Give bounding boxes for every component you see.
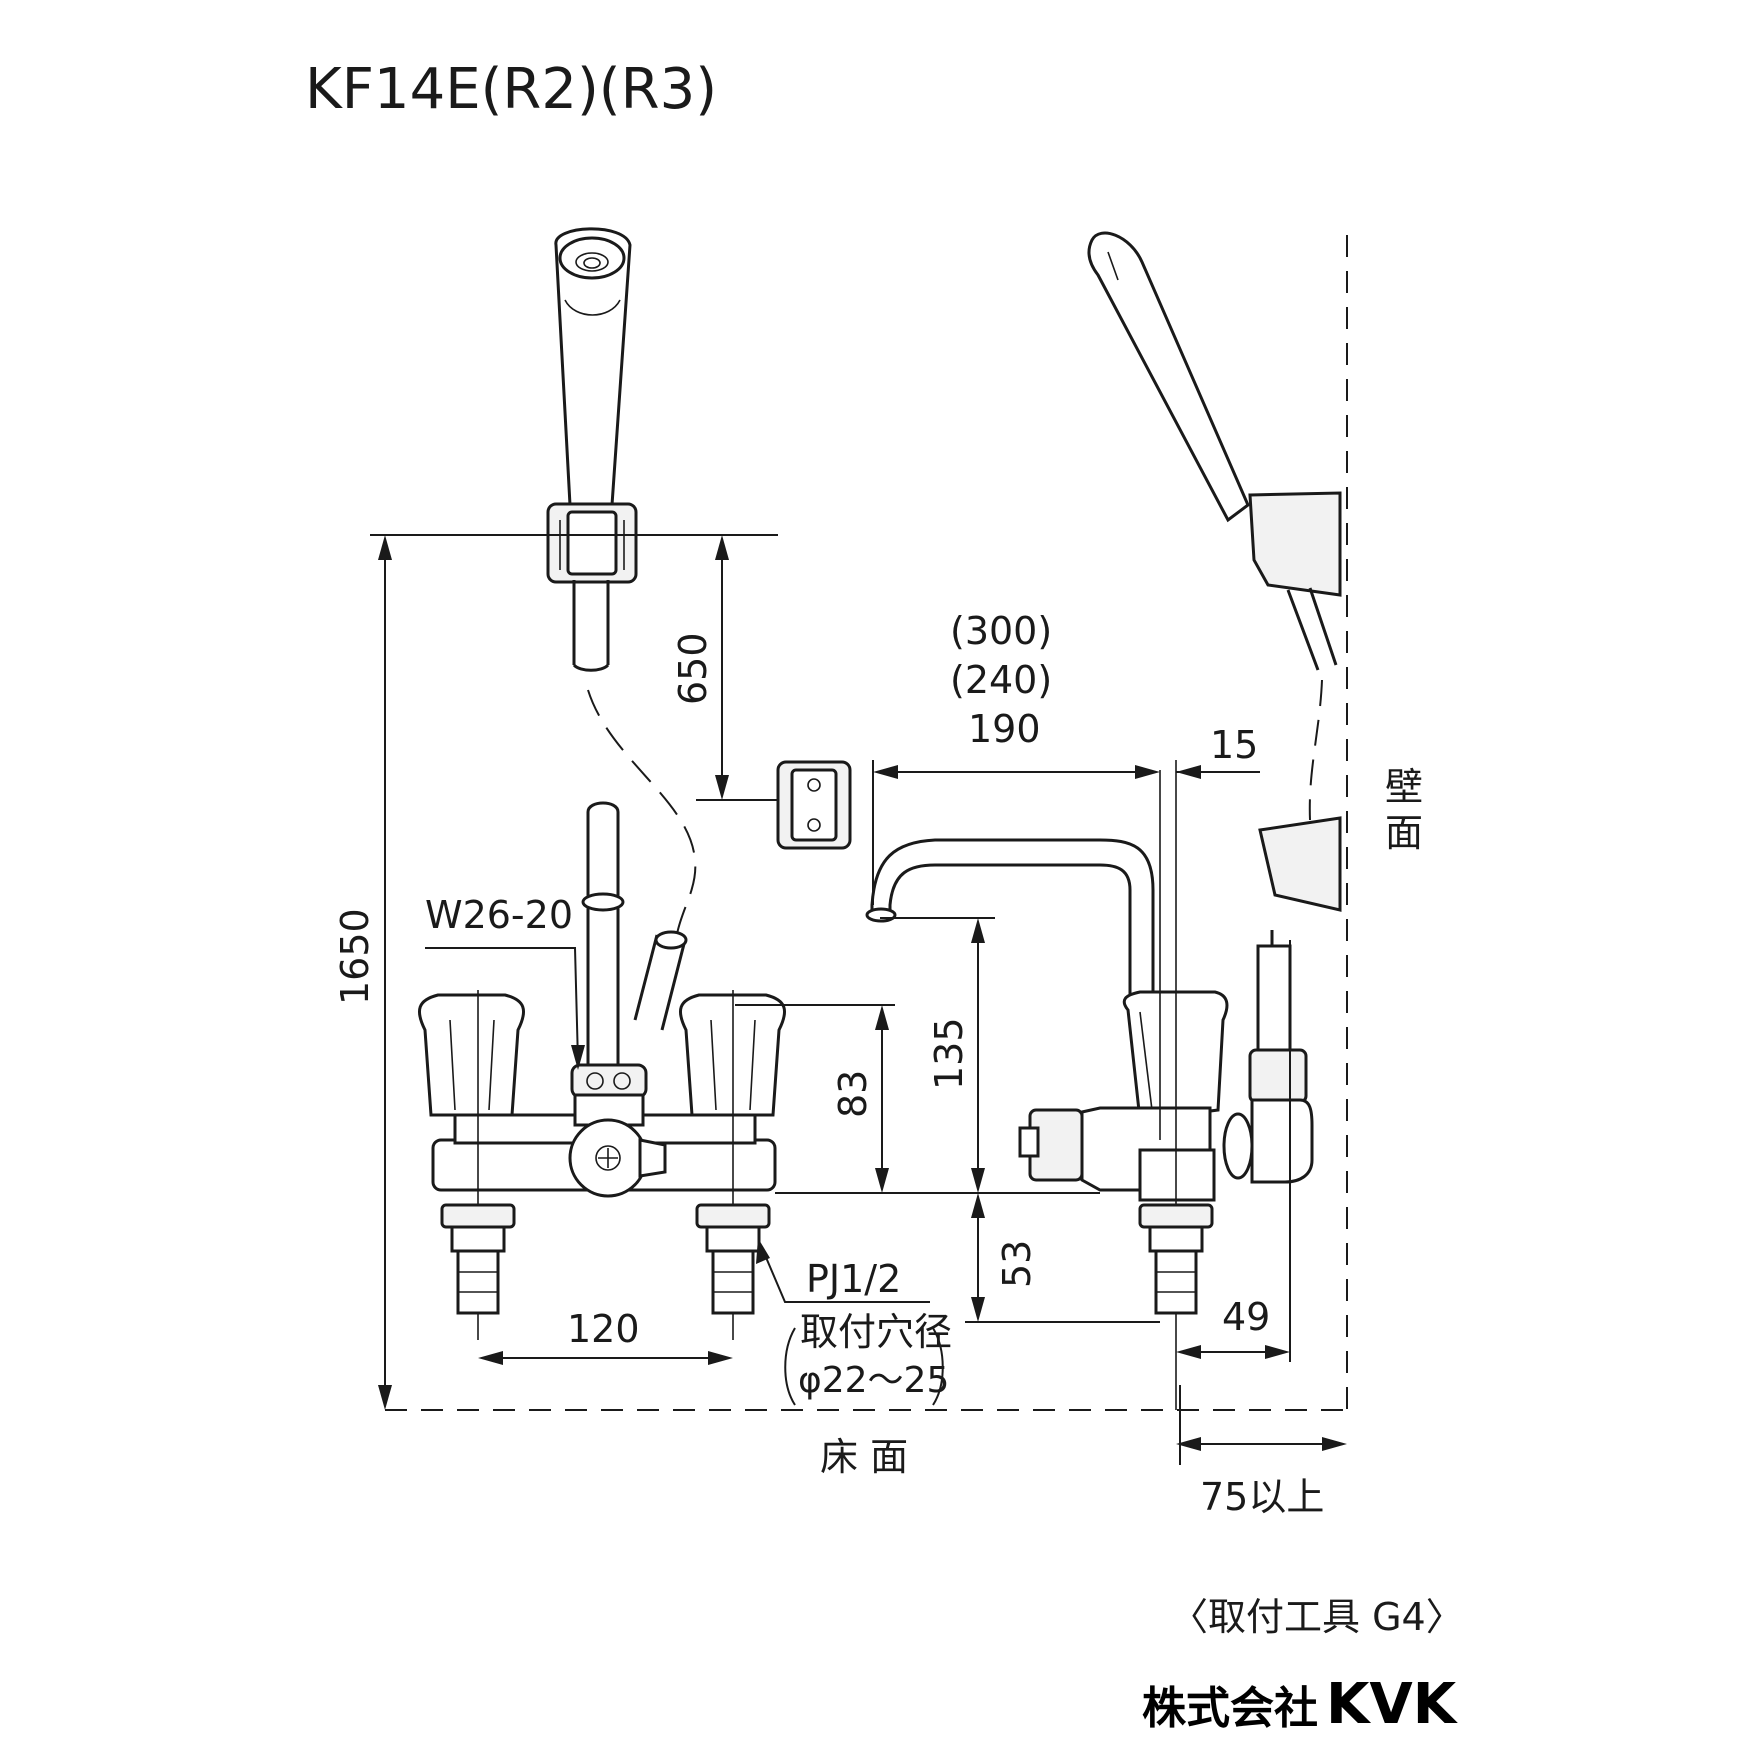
arrow: [756, 1238, 770, 1264]
model-title: KF14E(R2)(R3): [305, 57, 717, 122]
label-tool: 〈取付工具 G4〉: [1170, 1595, 1464, 1639]
dim-240: (240): [950, 658, 1052, 702]
dim-650: 650: [671, 632, 715, 705]
arrow: [1176, 1345, 1201, 1359]
arrow: [971, 1297, 985, 1322]
dim-190: 190: [968, 707, 1041, 751]
leader-w26-20: [425, 947, 579, 1063]
shower-hose-end: [572, 663, 610, 672]
hand-shower-side: [1087, 231, 1342, 950]
arrow: [378, 535, 392, 560]
arrow: [715, 535, 729, 560]
arrow: [1176, 1437, 1201, 1451]
arrow: [715, 775, 729, 800]
shower-hose-hidden: [587, 689, 697, 941]
bracket-left: [784, 1327, 796, 1406]
arrow: [971, 918, 985, 943]
shower-holder-front: [546, 502, 638, 584]
hand-shower-front: [554, 227, 632, 518]
arrow: [1176, 765, 1201, 779]
dim-300: (300): [950, 609, 1052, 653]
arrow: [708, 1351, 733, 1365]
arrow: [478, 1351, 503, 1365]
brand-prefix: 株式会社: [1142, 1683, 1318, 1734]
label-w26-20: W26-20: [425, 893, 573, 937]
arrow: [875, 1168, 889, 1193]
arrow: [971, 1193, 985, 1218]
label-hole: 取付穴径: [800, 1310, 952, 1354]
bracket-right: [932, 1327, 944, 1406]
arrow: [873, 765, 898, 779]
label-hole-size: φ22〜25: [798, 1360, 949, 1401]
label-floor: 床 面: [820, 1435, 908, 1479]
leader-pj12: [761, 1247, 930, 1303]
arrow: [875, 1005, 889, 1030]
arrow: [1135, 765, 1160, 779]
dim-83: 83: [831, 1070, 875, 1118]
label-wall-1: 壁: [1385, 765, 1423, 809]
dim-120: 120: [567, 1307, 640, 1351]
arrow: [571, 1045, 585, 1070]
faucet-body-front: [417, 801, 787, 1340]
label-pj12: PJ1/2: [806, 1257, 901, 1301]
wall-hanger-front: [776, 760, 852, 850]
arrow: [1322, 1437, 1347, 1451]
dim-1650: 1650: [333, 908, 377, 1005]
dim-15: 15: [1210, 723, 1258, 767]
dim-75: 75以上: [1200, 1475, 1324, 1519]
arrow: [1265, 1345, 1290, 1359]
label-wall-2: 面: [1385, 811, 1423, 855]
dim-53: 53: [995, 1240, 1039, 1288]
arrow: [378, 1385, 392, 1410]
dim-49: 49: [1222, 1295, 1270, 1339]
arrow: [971, 1168, 985, 1193]
dim-135: 135: [927, 1017, 971, 1090]
brand-name: KVK: [1326, 1672, 1459, 1737]
